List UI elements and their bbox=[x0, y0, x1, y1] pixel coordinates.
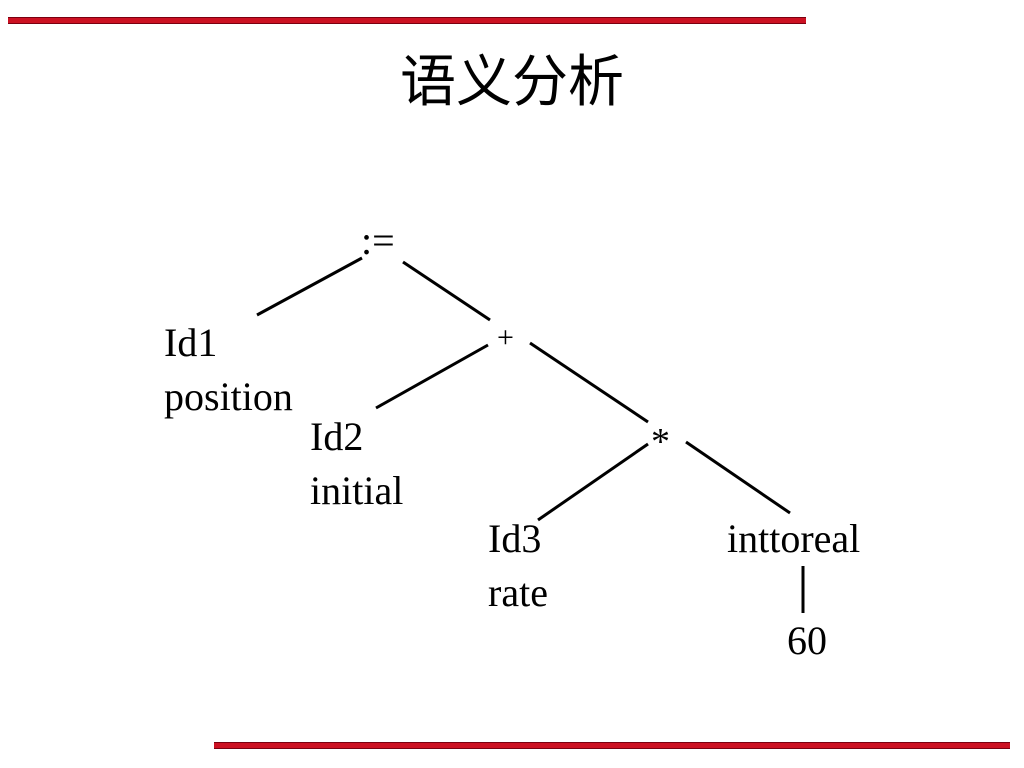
node-inttoreal-label: inttoreal bbox=[727, 516, 861, 561]
node-id1-sublabel: position bbox=[164, 374, 293, 419]
node-id3-sublabel: rate bbox=[488, 570, 548, 615]
edge-plus-id2 bbox=[375, 343, 489, 410]
bottom-red-rule bbox=[214, 742, 1010, 749]
node-inttoreal: inttoreal bbox=[727, 512, 860, 566]
node-id3: Id3 rate bbox=[488, 512, 548, 620]
node-assign-label: := bbox=[361, 218, 395, 263]
node-60-label: 60 bbox=[787, 618, 827, 663]
edge-times-inttoreal bbox=[685, 440, 791, 515]
node-plus: + bbox=[497, 320, 514, 356]
node-id2-sublabel: initial bbox=[310, 468, 404, 513]
edge-times-id3 bbox=[537, 442, 649, 522]
edge-assign-plus bbox=[402, 260, 491, 322]
node-id3-label: Id3 bbox=[488, 516, 542, 561]
node-id2-label: Id2 bbox=[310, 414, 364, 459]
node-times-label: * bbox=[651, 421, 670, 463]
edge-assign-id1 bbox=[256, 256, 363, 317]
node-id2: Id2 initial bbox=[310, 410, 403, 518]
edge-plus-times bbox=[529, 341, 649, 424]
node-times: * bbox=[651, 422, 670, 462]
node-id1-label: Id1 bbox=[164, 320, 218, 365]
node-60: 60 bbox=[787, 614, 827, 668]
slide-title: 语义分析 bbox=[400, 50, 624, 115]
top-red-rule bbox=[8, 17, 806, 24]
node-id1: Id1 position bbox=[164, 316, 293, 424]
node-plus-label: + bbox=[497, 321, 514, 354]
node-assign: := bbox=[361, 214, 395, 268]
